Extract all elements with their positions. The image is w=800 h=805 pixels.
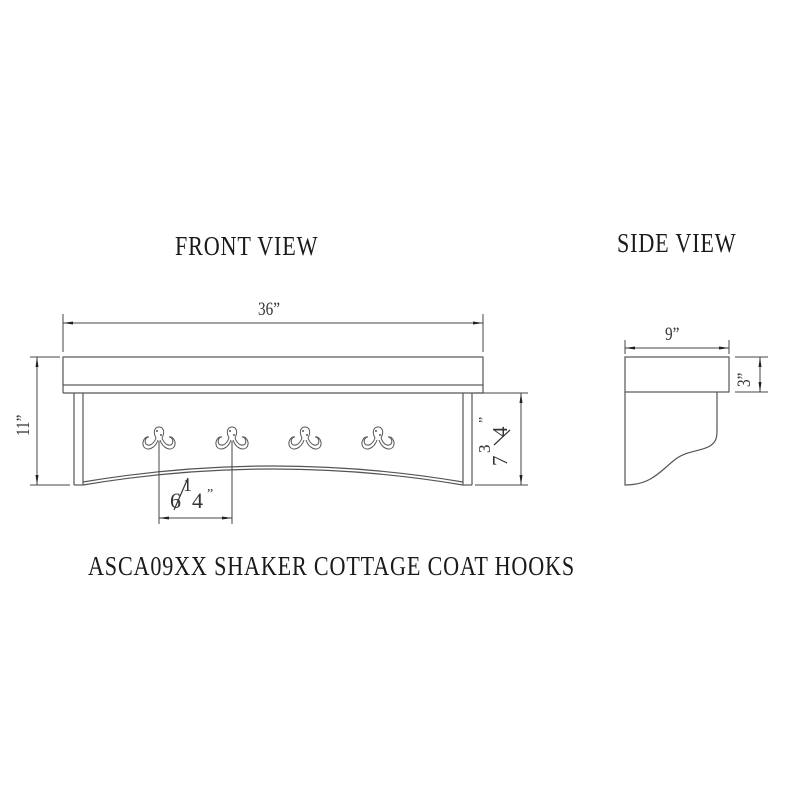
hook-spacing-dimension-text: 6 1 4 ” [170, 475, 214, 513]
dimension-hook-spacing [158, 441, 233, 524]
width-dimension-text: 36” [258, 299, 280, 320]
side-view-profile [624, 356, 730, 486]
drawing-title: ASCA09XX SHAKER COTTAGE COAT HOOKS [88, 551, 575, 581]
dimension-overall-height [30, 356, 70, 486]
front-view-left-bracket [73, 393, 84, 486]
fraction-slash [493, 429, 511, 446]
coat-hooks [142, 426, 395, 450]
coat-hook-icon [361, 426, 395, 450]
depth-dimension-text: 9” [665, 324, 680, 345]
front-view-shelf [62, 356, 484, 394]
front-view-label: FRONT VIEW [175, 231, 319, 261]
fraction-slash [173, 477, 189, 511]
coat-hook-icon [142, 426, 176, 450]
height-dimension-text: 11” [13, 414, 34, 436]
dimension-depth [624, 340, 730, 354]
bracket-height-dimension-text: 7 3 4 ” [475, 416, 512, 466]
dimension-bracket-height [475, 392, 528, 486]
side-view-label: SIDE VIEW [617, 228, 737, 258]
front-view-right-bracket [462, 393, 473, 486]
dimension-overall-width [62, 314, 484, 352]
front-view-back-panel-arc [82, 465, 464, 486]
thickness-dimension-text: 3” [734, 372, 755, 387]
coat-hook-icon [215, 426, 249, 450]
dimension-shelf-thickness [735, 356, 768, 393]
coat-hook-icon [288, 426, 322, 450]
